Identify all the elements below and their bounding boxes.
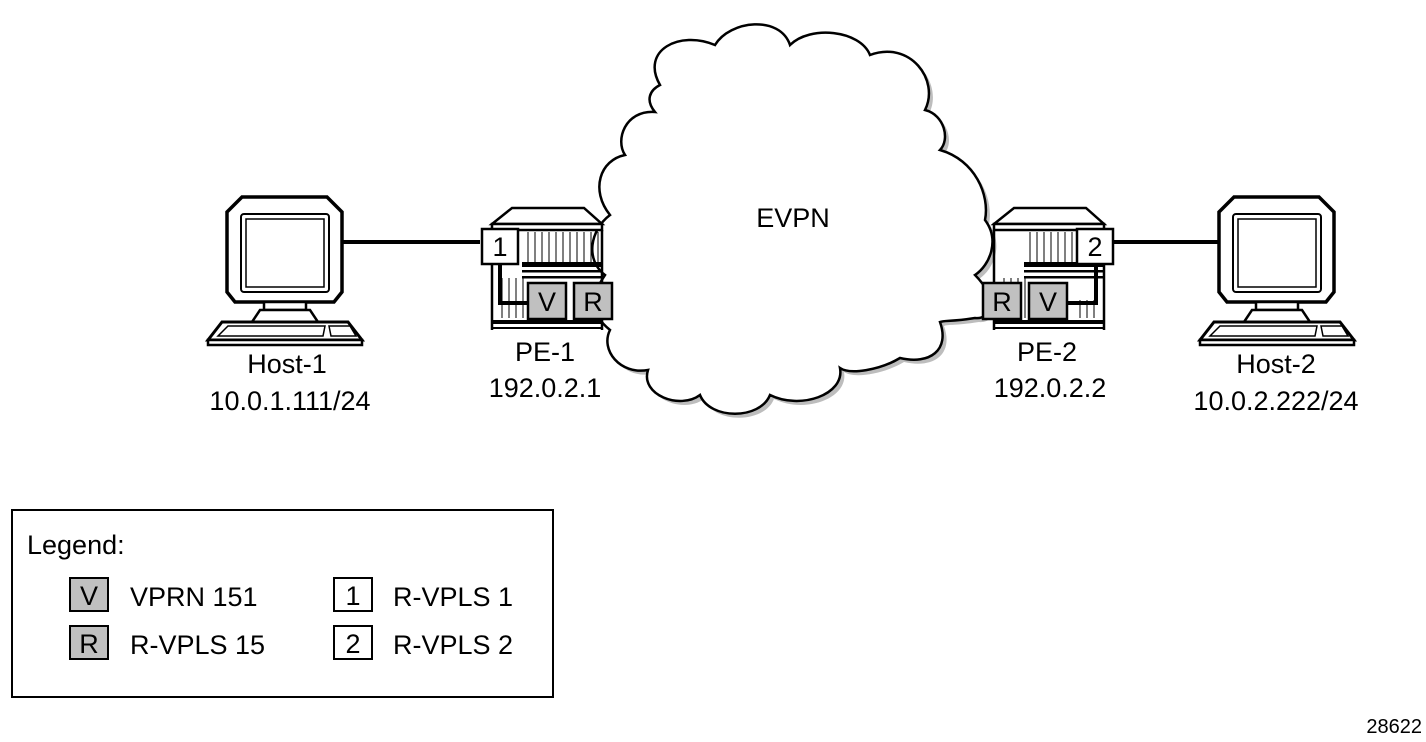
pe-1-name: PE-1 (515, 337, 575, 367)
legend-title: Legend: (27, 530, 125, 560)
host-2-ip: 10.0.2.222/24 (1193, 386, 1358, 416)
svg-text:2: 2 (345, 629, 360, 659)
rvpls-tag-2: 2 (1075, 227, 1115, 266)
host-1-name: Host-1 (247, 349, 327, 379)
legend-item-rvpls-15: R R-VPLS 15 (69, 625, 265, 660)
host-1-ip: 10.0.1.111/24 (209, 386, 370, 416)
router-pe-2[interactable]: 2 R V PE-2 192.0.2.2 (981, 206, 1115, 403)
rvpls-15-tag: R (572, 281, 614, 321)
svg-text:R: R (992, 287, 1012, 317)
svg-text:R-VPLS 2: R-VPLS 2 (393, 630, 513, 660)
svg-text:V: V (80, 581, 98, 611)
evpn-cloud: EVPN (591, 23, 997, 418)
svg-text:1: 1 (345, 581, 360, 611)
svg-text:V: V (538, 287, 556, 317)
pe-1-ip: 192.0.2.1 (489, 373, 602, 403)
svg-text:R-VPLS 1: R-VPLS 1 (393, 582, 513, 612)
cloud-label: EVPN (756, 203, 830, 233)
legend: Legend: V VPRN 151 R R-VPLS 15 1 R-VPLS … (11, 509, 554, 698)
svg-text:R: R (583, 287, 603, 317)
legend-item-rvpls-1: 1 R-VPLS 1 (333, 577, 513, 612)
vprn-tag: V (1027, 281, 1069, 321)
svg-text:V: V (1039, 287, 1057, 317)
computer-icon (206, 195, 364, 347)
router-pe-1[interactable]: 1 V R PE-1 192.0.2.1 (480, 206, 614, 403)
legend-item-vprn: V VPRN 151 (69, 577, 258, 612)
svg-text:R-VPLS 15: R-VPLS 15 (130, 630, 265, 660)
host-2-name: Host-2 (1236, 349, 1316, 379)
vprn-tag: V (526, 281, 568, 321)
svg-text:1: 1 (492, 232, 507, 262)
pe-2-ip: 192.0.2.2 (994, 373, 1107, 403)
svg-text:VPRN 151: VPRN 151 (130, 582, 258, 612)
host-2[interactable]: Host-2 10.0.2.222/24 (1193, 195, 1359, 416)
computer-icon (1198, 195, 1356, 347)
svg-text:2: 2 (1087, 232, 1102, 262)
rvpls-15-tag: R (981, 281, 1023, 321)
host-1[interactable]: Host-1 10.0.1.111/24 (206, 195, 371, 416)
svg-text:R: R (79, 629, 99, 659)
rvpls-tag-1: 1 (480, 227, 520, 266)
figure-id: 28622 (1366, 716, 1422, 738)
pe-2-name: PE-2 (1017, 337, 1077, 367)
legend-item-rvpls-2: 2 R-VPLS 2 (333, 625, 513, 660)
